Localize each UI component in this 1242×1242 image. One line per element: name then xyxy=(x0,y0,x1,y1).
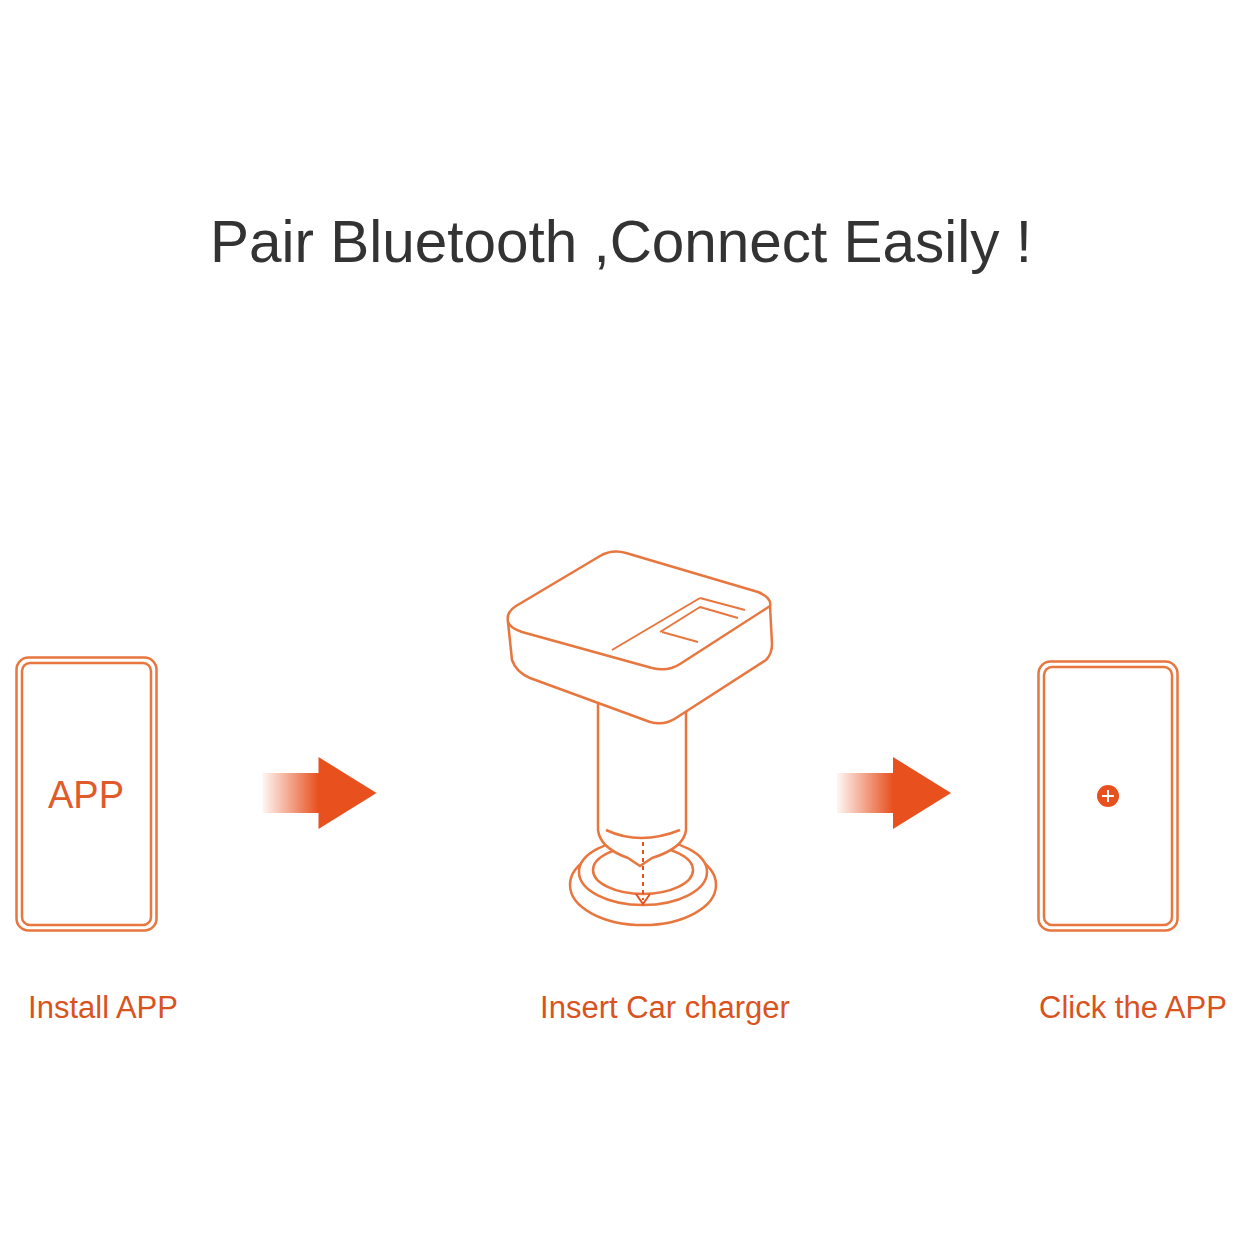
flow-arrow xyxy=(837,757,951,829)
step-label: Click the APP xyxy=(1039,990,1227,1026)
app-label: APP xyxy=(48,774,124,817)
step-label: Install APP xyxy=(28,990,178,1026)
arrow-head xyxy=(893,757,951,829)
phone-app-box: Click the APP xyxy=(1037,660,1179,932)
arrow-head xyxy=(319,757,377,829)
phone-app-box: APPInstall APP xyxy=(15,656,158,932)
arrow-shaft xyxy=(263,773,321,813)
step-label: Insert Car charger xyxy=(540,990,790,1026)
phone-outline xyxy=(1037,660,1179,932)
car-charger: Insert Car charger xyxy=(505,548,775,923)
title: Pair Bluetooth ,Connect Easily ! xyxy=(0,208,1242,275)
arrow-shaft xyxy=(837,773,895,813)
flow-arrow xyxy=(263,757,377,829)
